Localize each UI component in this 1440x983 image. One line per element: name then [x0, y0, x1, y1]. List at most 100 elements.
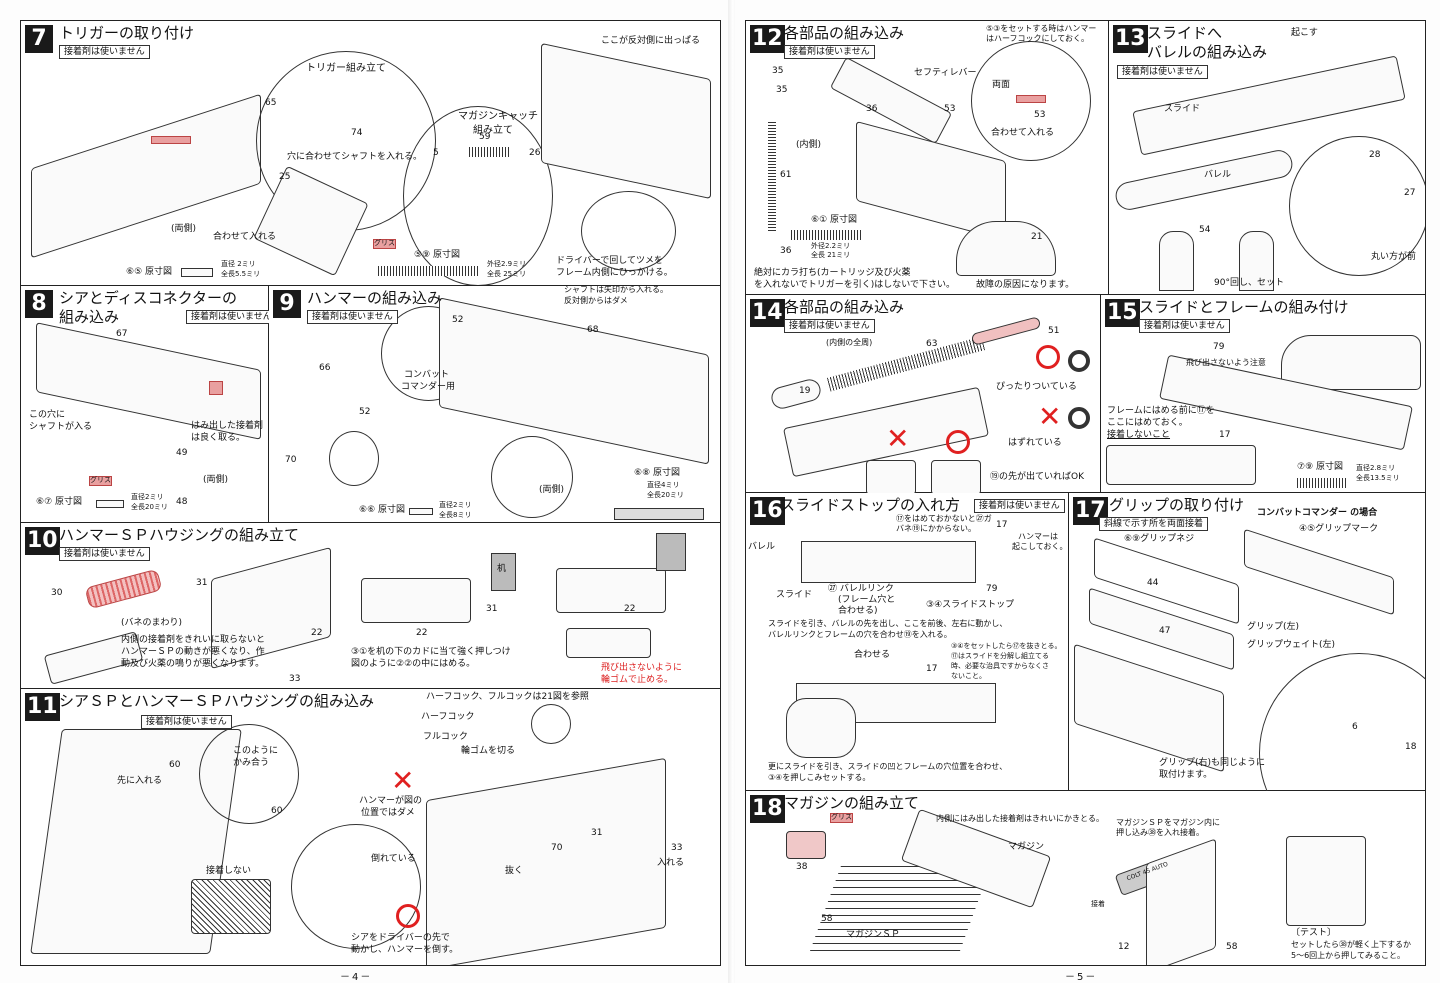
part-number: 27	[1404, 188, 1416, 198]
label: トリガー組み立て	[306, 63, 386, 74]
part-number: 17	[996, 520, 1008, 530]
section-title: 各部品の組み込み	[784, 298, 905, 316]
instruction-text: ③④を押しこみセットする。	[768, 773, 871, 782]
instruction-text: スライドを引き、バレルの先を出し、ここを前後、左右に動かし、	[768, 619, 1008, 628]
part-number: 48	[176, 497, 188, 507]
label: マガジンＳＰをマガジン内に	[1116, 818, 1220, 827]
section-title: シアとディスコネクターの	[59, 289, 238, 307]
correct-mark-icon	[1036, 345, 1060, 369]
label: はみ出した接着剤	[191, 421, 264, 431]
part-number: 31	[196, 578, 208, 588]
label: 接着しない	[206, 866, 252, 876]
warning-label: を入れないでトリガーを引く)はしないで下さい。	[754, 280, 955, 290]
section-title: スライドとフレームの組み付け	[1139, 298, 1349, 316]
section-title: トリガーの取り付け	[59, 24, 195, 42]
section-17-grip: 17 グリップの取り付け 斜線で示す所を両面接着 コンバットコマンダー の場合 …	[1068, 492, 1426, 792]
part-number: 79	[986, 584, 998, 594]
part-number: 65	[265, 98, 277, 108]
label: はハーフコックにしておく。	[986, 34, 1090, 43]
label: ⑤⑨ 原寸図	[414, 250, 460, 260]
part-number: 59	[479, 132, 491, 142]
spring-59	[469, 147, 509, 157]
label: グリップウェイト(左)	[1247, 640, 1336, 650]
label: マガジン	[1008, 842, 1045, 852]
actual-size-spring	[378, 266, 478, 276]
label: ハンマーＳＰの動きが悪くなり、作	[121, 647, 265, 657]
label: 入れる	[657, 858, 685, 868]
actual-size-pin	[96, 500, 124, 508]
correct-mark-icon	[396, 904, 420, 928]
guide-rod-51	[970, 316, 1042, 346]
label: バネ⑲にかからない。	[896, 524, 976, 533]
page-number: －4－	[340, 972, 373, 983]
label: ハンマーが図の	[359, 796, 423, 806]
follower-38	[786, 831, 826, 859]
label: 全長20ミリ	[647, 491, 684, 499]
part-number: 54	[1199, 225, 1211, 235]
muzzle-wrong-illustration	[866, 460, 916, 493]
desk-label: 机	[497, 564, 507, 574]
part-number: 63	[926, 339, 938, 349]
label: は良く取る。	[191, 433, 246, 443]
section-title: グリップの取り付け	[1109, 496, 1245, 514]
label: (バネのまわり)	[121, 618, 183, 628]
label: (内側)	[796, 140, 822, 150]
part-number: 68	[587, 325, 599, 335]
part-number: 53	[1034, 110, 1046, 120]
bushing-seated-icon	[1068, 350, 1090, 372]
part-number: 18	[1405, 742, 1417, 752]
label: ⑰をはめておかないと㉗ガ	[896, 514, 992, 523]
part-number: 61	[780, 170, 792, 180]
part-number: 31	[486, 604, 498, 614]
part-number: 53	[944, 104, 956, 114]
step-number: 9	[273, 290, 301, 318]
hammer-spring-greased	[84, 568, 163, 610]
label: スライド	[1164, 104, 1201, 114]
step-number: 15	[1105, 299, 1140, 327]
label: (両側)	[539, 485, 565, 495]
label: グリップ(右)も同じように	[1159, 758, 1266, 768]
hammer-down-circle	[291, 824, 421, 949]
frame-rear-illustration	[1281, 335, 1421, 390]
label: ⑥① 原寸図	[811, 215, 857, 225]
magazine-body-illustration	[1146, 838, 1216, 965]
label: 押し込み㊳を入れ接着。	[1116, 828, 1204, 837]
bushing-illustration	[1159, 231, 1194, 291]
grip-safety-illustration	[956, 221, 1056, 276]
part-number: 44	[1147, 578, 1159, 588]
part-number: 17	[1219, 430, 1231, 440]
section-16-slide-stop: 16 スライドストップの入れ方 接着剤は使いません ⑰をはめておかないと㉗ガ バ…	[745, 492, 1070, 792]
grease-area	[209, 381, 223, 395]
wrong-mark-icon: ✕	[1038, 400, 1062, 433]
step-number: 12	[750, 25, 785, 53]
part-number: 49	[176, 448, 188, 458]
label: フレームにはめる前に⑰を	[1107, 406, 1215, 416]
step-number: 17	[1073, 497, 1108, 525]
label: バレル	[1204, 170, 1232, 180]
frame-grip-illustration	[1074, 643, 1224, 773]
section-title: ハンマーＳＰハウジングの組み立て	[59, 526, 300, 544]
label: 内側にはみ出した接着剤はきれいにかきとる。	[936, 814, 1104, 823]
desk-block	[491, 553, 516, 591]
section-title: ハンマーの組み込み	[307, 289, 443, 307]
muzzle-ok-illustration	[931, 460, 981, 493]
step-number: 14	[750, 299, 785, 327]
section-title: スライドへ	[1147, 24, 1223, 42]
section-11-sear-sp: 11 シアＳＰとハンマーＳＰハウジングの組み込み 接着剤は使いません ハーフコッ…	[20, 688, 721, 966]
section-7-trigger: 7 トリガーの取り付け 接着剤は使いません トリガー組み立て 穴に合わせてシャフ…	[20, 20, 721, 286]
no-glue-tag: 接着剤は使いません	[186, 310, 269, 324]
part-number: 70	[551, 843, 563, 853]
part-number: 60	[271, 806, 283, 816]
label: ⑥⑧ 原寸図	[634, 468, 680, 478]
label: 全長20ミリ	[131, 503, 168, 511]
section-title: マガジンの組み立て	[784, 794, 920, 812]
label: はずれている	[1008, 438, 1062, 448]
wrong-mark-icon: ✕	[391, 764, 415, 797]
label: 先に入れる	[117, 776, 163, 786]
label: ⑰はスライドを分解し組立てる	[951, 652, 1049, 660]
label: コンバット	[404, 370, 450, 380]
label: マガジンＳＰ	[846, 930, 901, 940]
no-glue-tag: 接着剤は使いません	[784, 319, 875, 333]
label: 合わせて入れる	[213, 232, 277, 242]
label: ㉗ バレルリンク	[828, 584, 894, 594]
